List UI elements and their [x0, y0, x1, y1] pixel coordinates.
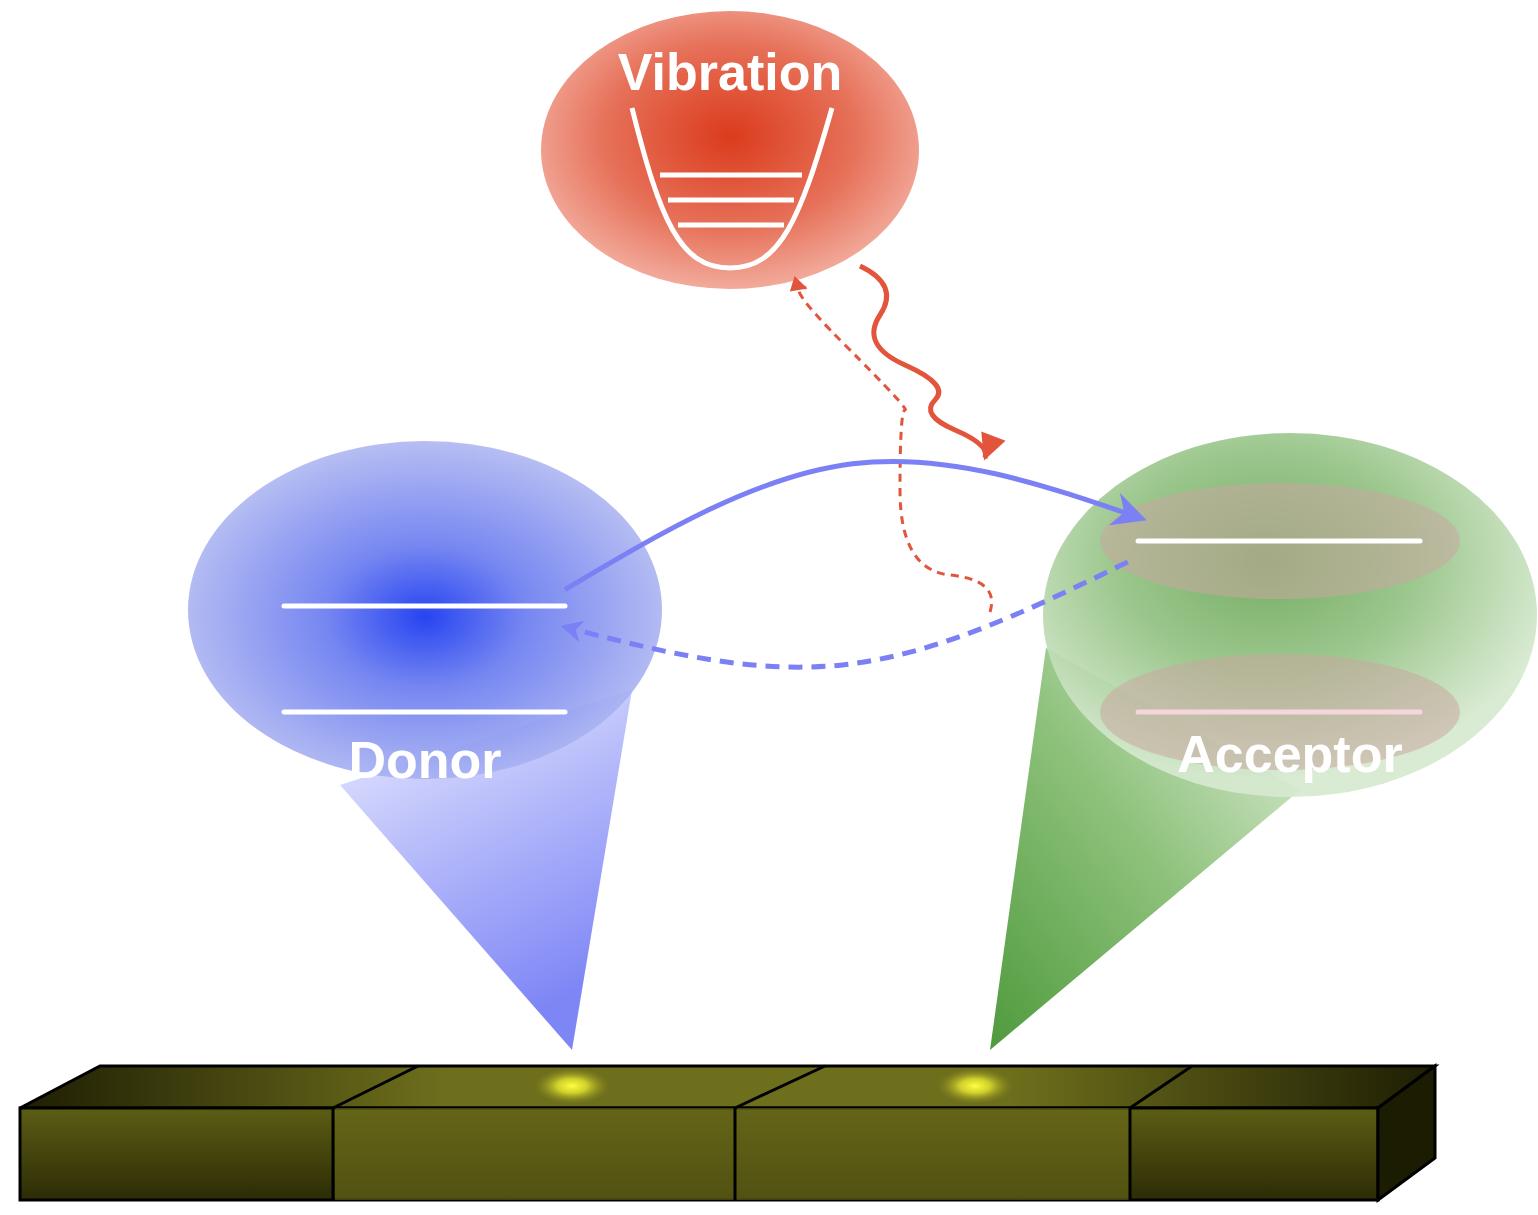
ellipse-outline	[187, 440, 663, 780]
vibration-return-wave	[799, 287, 992, 612]
acceptor-ellipse: Acceptor	[1042, 432, 1538, 798]
donor-ellipse: Donor	[187, 440, 663, 780]
node-label: Vibration	[540, 42, 920, 102]
vibration-wave-arrow	[860, 266, 986, 458]
back-transfer-arrow	[565, 562, 1128, 667]
acceptor-levels	[1100, 483, 1460, 770]
node-label: Acceptor	[1042, 724, 1538, 784]
node-label: Donor	[187, 730, 663, 790]
transfer-arrow	[565, 461, 1140, 589]
substrate-bar	[20, 1066, 1435, 1200]
vibration-ellipse: Vibration	[540, 10, 920, 290]
harmonic-potential	[632, 108, 832, 268]
donor-levels	[284, 606, 565, 712]
